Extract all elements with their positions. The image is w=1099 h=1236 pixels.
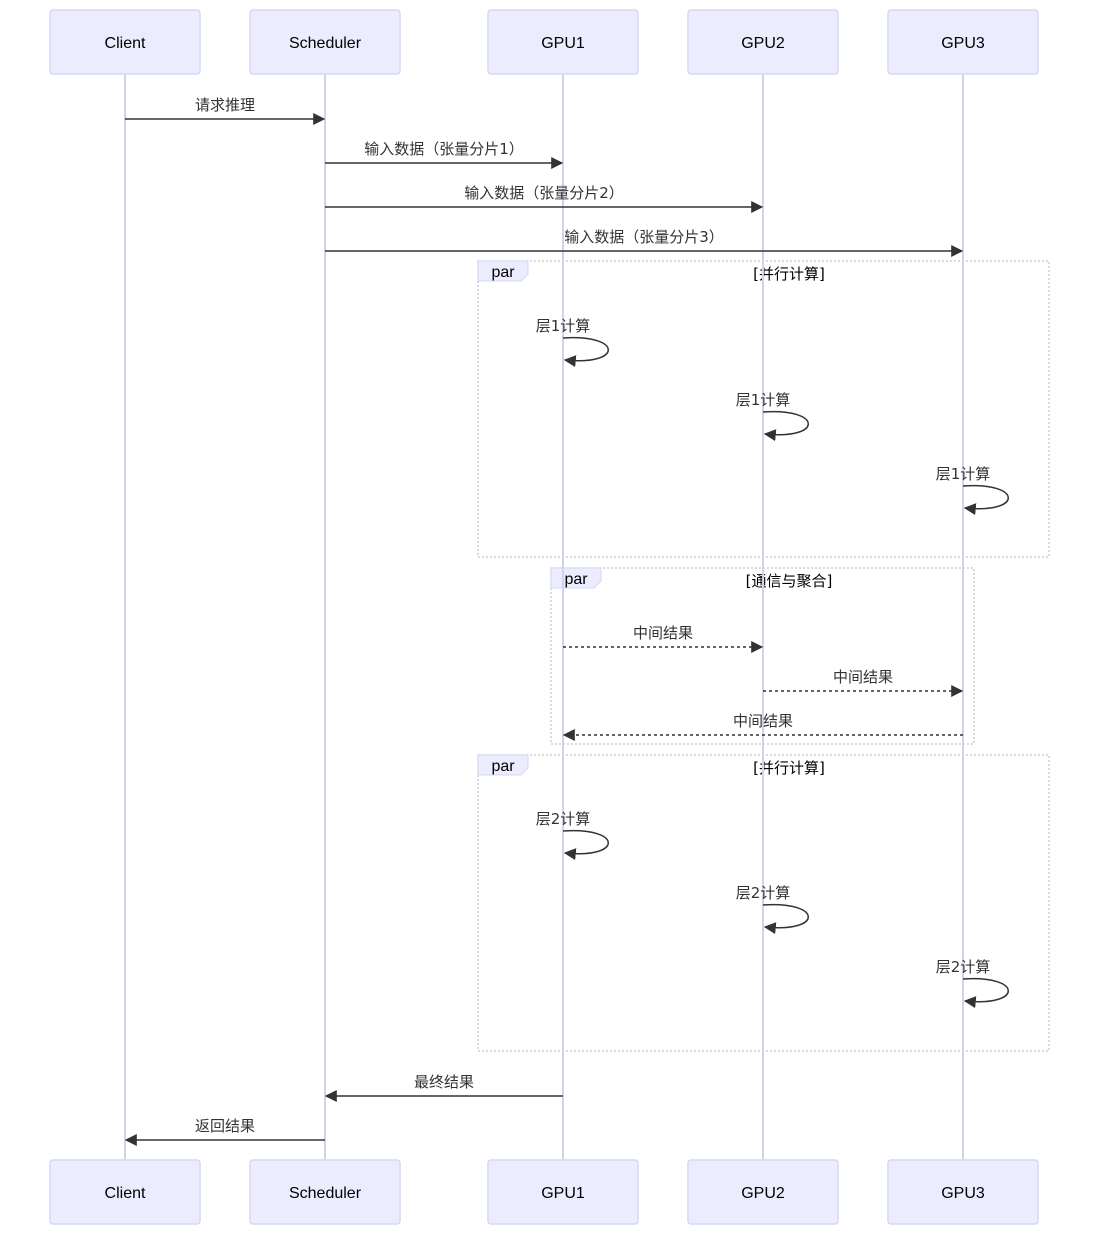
message: 返回结果 xyxy=(124,1117,325,1146)
message: 层1计算 xyxy=(536,317,609,368)
message: 最终结果 xyxy=(324,1073,563,1102)
actor-gpu3-bottom: GPU3 xyxy=(887,1159,1039,1225)
message-label: 中间结果 xyxy=(833,668,893,686)
message: 层2计算 xyxy=(936,958,1009,1009)
self-message-arrow xyxy=(962,484,1009,516)
actor-client-bottom: Client xyxy=(49,1159,201,1225)
actor-box xyxy=(487,1159,639,1225)
message: 输入数据（张量分片3） xyxy=(325,228,964,257)
self-message-arrow xyxy=(962,977,1009,1009)
message-label: 中间结果 xyxy=(733,712,793,730)
actor-label: GPU3 xyxy=(941,35,985,52)
message-label: 层1计算 xyxy=(736,391,791,409)
message-label: 输入数据（张量分片1） xyxy=(364,140,524,158)
actor-label: GPU3 xyxy=(941,1185,985,1202)
actor-box xyxy=(887,9,1039,75)
actor-scheduler-top: Scheduler xyxy=(249,9,401,75)
par-label: par xyxy=(491,264,515,281)
message-label: 中间结果 xyxy=(633,624,693,642)
actor-box xyxy=(49,1159,201,1225)
actor-label: GPU1 xyxy=(541,35,585,52)
message: 输入数据（张量分片2） xyxy=(325,184,764,213)
actor-gpu2-bottom: GPU2 xyxy=(687,1159,839,1225)
actor-label: Client xyxy=(105,35,146,52)
actors-layer: ClientClientSchedulerSchedulerGPU1GPU1GP… xyxy=(49,9,1039,1225)
message-label: 返回结果 xyxy=(195,1117,255,1135)
actor-gpu2-top: GPU2 xyxy=(687,9,839,75)
actor-box xyxy=(687,1159,839,1225)
self-message-arrow xyxy=(762,410,809,442)
message: 层2计算 xyxy=(736,884,809,935)
actor-label: GPU2 xyxy=(741,1185,785,1202)
par-condition: [并行计算] xyxy=(753,265,825,283)
message-label: 最终结果 xyxy=(414,1073,474,1091)
par-label-box xyxy=(477,754,529,776)
self-message-arrow xyxy=(562,336,609,368)
actor-label: Client xyxy=(105,1185,146,1202)
message: 层1计算 xyxy=(936,465,1009,516)
actor-label: GPU1 xyxy=(541,1185,585,1202)
par-condition: [通信与聚合] xyxy=(746,572,833,590)
message: 中间结果 xyxy=(563,624,764,653)
message: 层1计算 xyxy=(736,391,809,442)
message: 层2计算 xyxy=(536,810,609,861)
par-label: par xyxy=(491,758,515,775)
message: 中间结果 xyxy=(763,668,964,697)
actor-box xyxy=(487,9,639,75)
message-label: 层1计算 xyxy=(536,317,591,335)
lifelines-layer xyxy=(124,74,964,1160)
self-message-arrow xyxy=(562,829,609,861)
message-label: 请求推理 xyxy=(195,96,255,114)
par-label-box xyxy=(477,260,529,282)
par-frame xyxy=(550,567,975,745)
actor-box xyxy=(687,9,839,75)
message: 中间结果 xyxy=(562,712,963,741)
actor-box xyxy=(49,9,201,75)
par-label: par xyxy=(564,571,588,588)
actor-gpu3-top: GPU3 xyxy=(887,9,1039,75)
actor-label: Scheduler xyxy=(289,35,362,52)
actor-label: GPU2 xyxy=(741,35,785,52)
actor-gpu1-top: GPU1 xyxy=(487,9,639,75)
message-label: 层1计算 xyxy=(936,465,991,483)
actor-box xyxy=(249,1159,401,1225)
par-condition: [并行计算] xyxy=(753,759,825,777)
actor-client-top: Client xyxy=(49,9,201,75)
message-label: 层2计算 xyxy=(536,810,591,828)
actor-box xyxy=(249,9,401,75)
message-label: 输入数据（张量分片2） xyxy=(464,184,624,202)
actor-scheduler-bottom: Scheduler xyxy=(249,1159,401,1225)
message-label: 输入数据（张量分片3） xyxy=(564,228,724,246)
self-message-arrow xyxy=(762,903,809,935)
actor-label: Scheduler xyxy=(289,1185,362,1202)
actor-gpu1-bottom: GPU1 xyxy=(487,1159,639,1225)
message: 输入数据（张量分片1） xyxy=(325,140,564,169)
actor-box xyxy=(887,1159,1039,1225)
message: 请求推理 xyxy=(125,96,326,125)
message-label: 层2计算 xyxy=(736,884,791,902)
message-label: 层2计算 xyxy=(936,958,991,976)
